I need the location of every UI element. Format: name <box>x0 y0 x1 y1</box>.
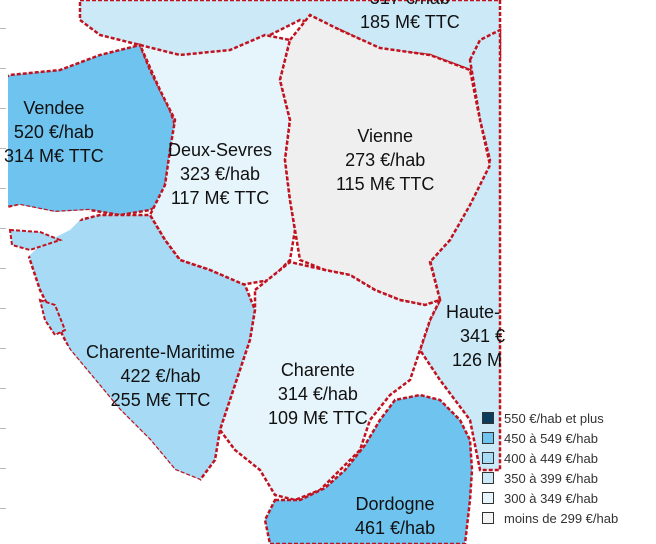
region-total: 314 M€ TTC <box>4 146 104 166</box>
region-name: Charente-Maritime <box>86 342 236 362</box>
region-total: 109 M€ TTC <box>268 408 368 428</box>
legend-label: 550 €/hab et plus <box>504 410 604 426</box>
map-legend: 550 €/hab et plus 450 à 549 €/hab 400 à … <box>482 408 618 528</box>
legend-item: 450 à 549 €/hab <box>482 428 618 448</box>
region-per-hab: 323 €/hab <box>179 164 261 184</box>
region-label-vendee: Vendee 520 €/hab 314 M€ TTC <box>4 96 104 168</box>
island <box>8 228 63 252</box>
region-total: 185 M€ TTC <box>360 12 460 32</box>
region-label-charente-maritime: Charente-Maritime 422 €/hab 255 M€ TTC <box>86 340 235 412</box>
legend-swatch <box>482 492 494 504</box>
region-total: 126 M <box>452 350 503 370</box>
region-total: 255 M€ TTC <box>110 390 211 410</box>
region-name: Charente <box>280 360 355 380</box>
legend-label: 450 à 549 €/hab <box>504 430 598 446</box>
region-per-hab: 341 € <box>460 326 506 346</box>
region-vienne <box>278 13 492 307</box>
region-name: Vienne <box>357 126 414 146</box>
tick-mark <box>0 508 6 509</box>
region-charente <box>218 260 443 502</box>
sea-area <box>0 205 240 544</box>
region-north <box>78 0 502 72</box>
legend-swatch <box>482 412 494 424</box>
region-name: Haute- <box>446 302 501 322</box>
tick-mark <box>0 228 6 229</box>
region-label-north: 517 €/hab 185 M€ TTC <box>360 0 460 34</box>
legend-swatch <box>482 512 494 524</box>
region-name: Vendee <box>23 98 85 118</box>
region-per-hab: 517 €/hab <box>360 0 460 10</box>
region-per-hab: 273 €/hab <box>345 150 426 170</box>
tick-mark <box>0 268 6 269</box>
legend-label: 300 à 349 €/hab <box>504 490 598 506</box>
tick-mark <box>0 348 6 349</box>
region-per-hab: 422 €/hab <box>120 366 201 386</box>
tick-mark <box>0 28 6 29</box>
tick-mark <box>0 148 6 149</box>
tick-mark <box>0 428 6 429</box>
tick-mark <box>0 108 6 109</box>
legend-swatch <box>482 472 494 484</box>
legend-swatch <box>482 432 494 444</box>
region-label-dordogne: Dordogne 461 €/hab <box>355 492 435 540</box>
tick-mark <box>0 68 6 69</box>
region-label-vienne: Vienne 273 €/hab 115 M€ TTC <box>336 124 434 196</box>
region-total: 117 M€ TTC <box>170 188 270 208</box>
legend-item: moins de 299 €/hab <box>482 508 618 528</box>
legend-item: 400 à 449 €/hab <box>482 448 618 468</box>
region-name: Deux-Sevres <box>168 140 273 160</box>
region-per-hab: 520 €/hab <box>13 122 94 142</box>
tick-mark <box>0 468 6 469</box>
tick-mark <box>0 308 6 309</box>
region-per-hab: 314 €/hab <box>277 384 358 404</box>
region-label-haute-vienne: Haute- 341 € 126 M <box>446 300 505 372</box>
legend-item: 550 €/hab et plus <box>482 408 618 428</box>
left-margin <box>0 0 8 544</box>
legend-label: moins de 299 €/hab <box>504 510 619 526</box>
region-name: Dordogne <box>355 494 435 514</box>
island <box>38 298 67 337</box>
legend-swatch <box>482 452 494 464</box>
region-label-deux-sevres: Deux-Sevres 323 €/hab 117 M€ TTC <box>168 138 272 210</box>
region-dordogne <box>263 393 474 544</box>
legend-item: 350 à 399 €/hab <box>482 468 618 488</box>
legend-item: 300 à 349 €/hab <box>482 488 618 508</box>
legend-label: 400 à 449 €/hab <box>504 450 598 466</box>
region-label-charente: Charente 314 €/hab 109 M€ TTC <box>268 358 368 430</box>
legend-label: 350 à 399 €/hab <box>504 470 598 486</box>
tick-mark <box>0 388 6 389</box>
tick-mark <box>0 188 6 189</box>
region-total: 115 M€ TTC <box>336 174 435 194</box>
region-per-hab: 461 €/hab <box>355 518 436 538</box>
